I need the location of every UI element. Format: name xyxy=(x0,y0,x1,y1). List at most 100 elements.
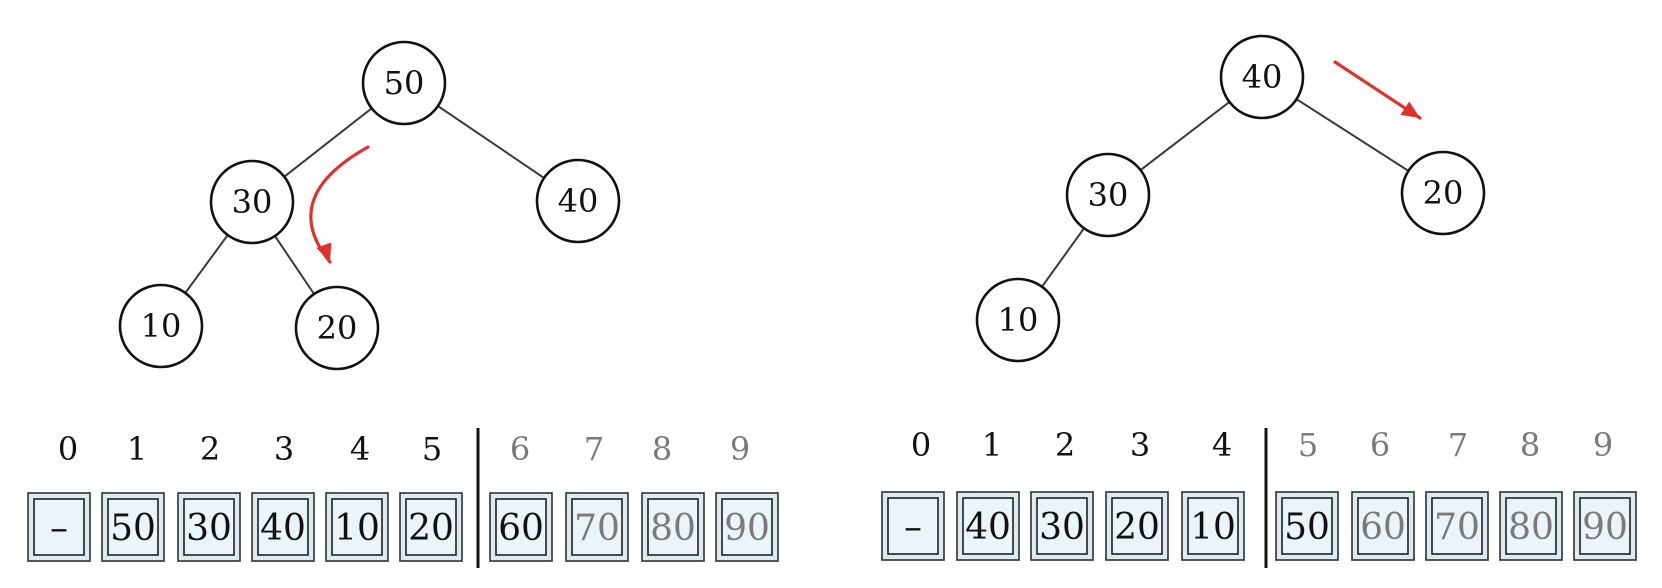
cell-face xyxy=(1187,497,1239,555)
array-index: 1 xyxy=(127,430,147,468)
array-index: 5 xyxy=(422,430,442,468)
node-circle xyxy=(294,285,380,371)
cell-face xyxy=(571,498,623,556)
array-cell: 70 xyxy=(565,492,629,562)
cell-face xyxy=(183,498,235,556)
array-index: 3 xyxy=(274,430,294,468)
array-index: 7 xyxy=(1448,426,1468,464)
node-label: 10 xyxy=(998,301,1039,339)
array-cell: 50 xyxy=(101,492,165,562)
array-cell: – xyxy=(881,491,945,561)
cell-value: – xyxy=(904,507,922,548)
array-cell: 90 xyxy=(1573,491,1637,561)
array-cell: 30 xyxy=(177,492,241,562)
cell-value: 80 xyxy=(650,508,696,549)
cell-face xyxy=(1505,497,1557,555)
cell-face xyxy=(405,498,457,556)
array-cell: 60 xyxy=(489,492,553,562)
cell-face xyxy=(331,498,383,556)
tree-node: 40 xyxy=(1219,34,1305,120)
node-circle xyxy=(1400,150,1486,236)
node-label: 50 xyxy=(384,64,425,102)
array-index: 0 xyxy=(911,426,931,464)
movement-arrow xyxy=(309,145,370,264)
array-index: 2 xyxy=(1055,426,1075,464)
cell-face xyxy=(33,498,85,556)
tree-node: 30 xyxy=(1065,152,1151,238)
cell-value: 60 xyxy=(498,508,544,549)
array-cell: 60 xyxy=(1351,491,1415,561)
cell-face xyxy=(1579,497,1631,555)
tree-node: 30 xyxy=(209,159,295,245)
cell-value: 40 xyxy=(965,507,1011,548)
node-circle xyxy=(1219,34,1305,120)
node-circle xyxy=(975,277,1061,363)
cell-face xyxy=(1036,497,1088,555)
cell-value: 50 xyxy=(1284,507,1330,548)
array-cell: 30 xyxy=(1030,491,1094,561)
array-cell: 10 xyxy=(325,492,389,562)
cell-value: 50 xyxy=(110,508,156,549)
tree-node: 40 xyxy=(535,158,621,244)
array-cell: 40 xyxy=(956,491,1020,561)
array-cell: 80 xyxy=(1499,491,1563,561)
node-label: 40 xyxy=(1242,58,1283,96)
array-cell: 50 xyxy=(1275,491,1339,561)
cell-value: 10 xyxy=(334,508,380,549)
array-index: 4 xyxy=(350,430,370,468)
array-index: 9 xyxy=(1593,426,1613,464)
cell-value: 70 xyxy=(574,508,620,549)
array-cell: 20 xyxy=(1105,491,1169,561)
cell-value: 70 xyxy=(1434,507,1480,548)
cell-face xyxy=(721,498,773,556)
node-circle xyxy=(361,40,447,126)
array-index: 8 xyxy=(1520,426,1540,464)
tree-node: 50 xyxy=(361,40,447,126)
array-index: 0 xyxy=(58,430,78,468)
array-cell: – xyxy=(27,492,91,562)
tree-node: 10 xyxy=(975,277,1061,363)
cell-value: 60 xyxy=(1360,507,1406,548)
array-cell: 80 xyxy=(641,492,705,562)
array-index: 2 xyxy=(200,430,220,468)
node-label: 40 xyxy=(558,182,599,220)
cell-value: – xyxy=(50,508,68,549)
cell-value: 80 xyxy=(1508,507,1554,548)
tree-node: 10 xyxy=(118,283,204,369)
cell-face xyxy=(1111,497,1163,555)
array-index: 9 xyxy=(730,430,750,468)
arrow-head xyxy=(316,242,332,262)
cell-value: 90 xyxy=(724,508,770,549)
node-label: 20 xyxy=(1423,174,1464,212)
array-index: 6 xyxy=(510,430,530,468)
cell-face xyxy=(495,498,547,556)
cell-value: 20 xyxy=(1114,507,1160,548)
cell-value: 40 xyxy=(260,508,306,549)
array-cell: 40 xyxy=(251,492,315,562)
cell-face xyxy=(1431,497,1483,555)
array-index: 4 xyxy=(1212,426,1232,464)
node-circle xyxy=(535,158,621,244)
node-circle xyxy=(209,159,295,245)
array-cell: 70 xyxy=(1425,491,1489,561)
array-index: 8 xyxy=(652,430,672,468)
node-label: 10 xyxy=(141,307,182,345)
array-index: 6 xyxy=(1370,426,1390,464)
node-circle xyxy=(118,283,204,369)
cell-value: 10 xyxy=(1190,507,1236,548)
node-label: 20 xyxy=(317,309,358,347)
node-circle xyxy=(1065,152,1151,238)
cell-face xyxy=(1281,497,1333,555)
cell-face xyxy=(962,497,1014,555)
cell-face xyxy=(647,498,699,556)
array-cell: 90 xyxy=(715,492,779,562)
tree-node: 20 xyxy=(294,285,380,371)
array-cell: 10 xyxy=(1181,491,1245,561)
node-label: 30 xyxy=(1088,176,1129,214)
cell-face xyxy=(257,498,309,556)
cell-value: 90 xyxy=(1582,507,1628,548)
array-index: 7 xyxy=(584,430,604,468)
cell-face xyxy=(107,498,159,556)
